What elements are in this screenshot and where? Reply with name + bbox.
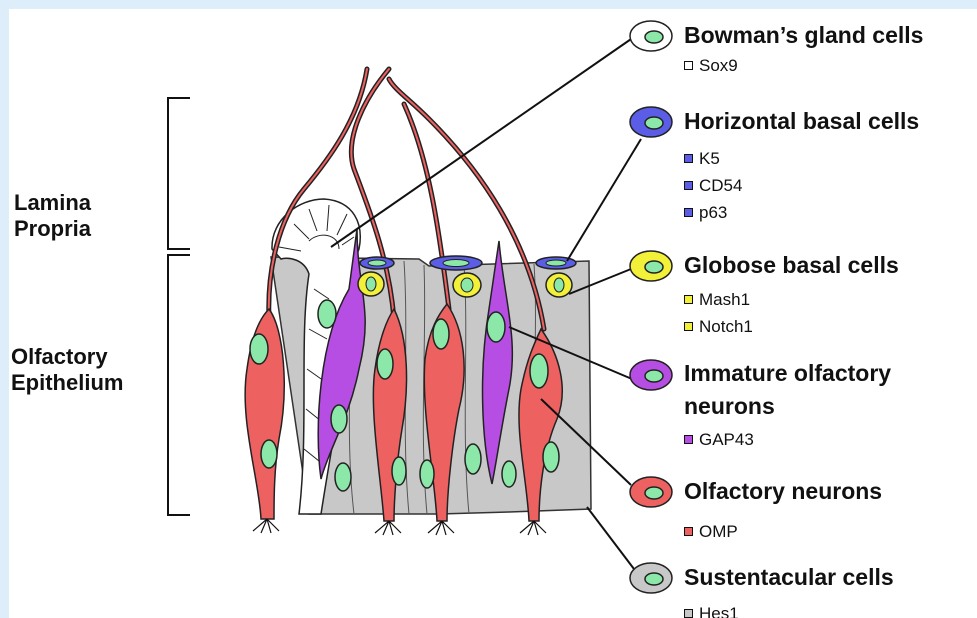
marker-item: K5 bbox=[684, 149, 720, 169]
epithelium-illustration bbox=[9, 9, 977, 618]
lamina-propria-label: Lamina Propria bbox=[14, 190, 91, 242]
lamina-propria-bracket bbox=[168, 98, 190, 249]
epithelium-bracket bbox=[168, 255, 190, 515]
sustentacular-title: Sustentacular cells bbox=[684, 564, 894, 591]
marker-item: CD54 bbox=[684, 176, 742, 196]
horizontal-basal-title: Horizontal basal cells bbox=[684, 108, 919, 135]
marker-label: p63 bbox=[699, 203, 727, 222]
legend-icons bbox=[630, 21, 672, 593]
immature-neurons-title-line1: Immature olfactory bbox=[684, 360, 891, 387]
marker-item: GAP43 bbox=[684, 430, 754, 450]
region-label-line: Lamina bbox=[14, 190, 91, 216]
marker-item: Mash1 bbox=[684, 290, 750, 310]
region-label-line: Epithelium bbox=[11, 370, 123, 396]
marker-label: Sox9 bbox=[699, 56, 738, 75]
marker-item: p63 bbox=[684, 203, 727, 223]
marker-label: CD54 bbox=[699, 176, 742, 195]
region-label-line: Olfactory bbox=[11, 344, 123, 370]
olfactory-neurons-title: Olfactory neurons bbox=[684, 478, 882, 505]
diagram-frame: Lamina Propria Olfactory Epithelium Bowm… bbox=[9, 9, 977, 618]
marker-label: GAP43 bbox=[699, 430, 754, 449]
marker-label: Notch1 bbox=[699, 317, 753, 336]
marker-label: K5 bbox=[699, 149, 720, 168]
marker-label: Hes1 bbox=[699, 604, 739, 618]
immature-neurons-title-line2: neurons bbox=[684, 393, 775, 420]
marker-item: Notch1 bbox=[684, 317, 753, 337]
marker-label: Mash1 bbox=[699, 290, 750, 309]
region-label-line: Propria bbox=[14, 216, 91, 242]
marker-item: OMP bbox=[684, 522, 738, 542]
olfactory-epithelium-label: Olfactory Epithelium bbox=[11, 344, 123, 396]
marker-item: Hes1 bbox=[684, 604, 739, 618]
globose-basal-title: Globose basal cells bbox=[684, 252, 899, 279]
bowmans-gland-title: Bowman’s gland cells bbox=[684, 22, 923, 49]
marker-item: Sox9 bbox=[684, 56, 738, 76]
marker-label: OMP bbox=[699, 522, 738, 541]
